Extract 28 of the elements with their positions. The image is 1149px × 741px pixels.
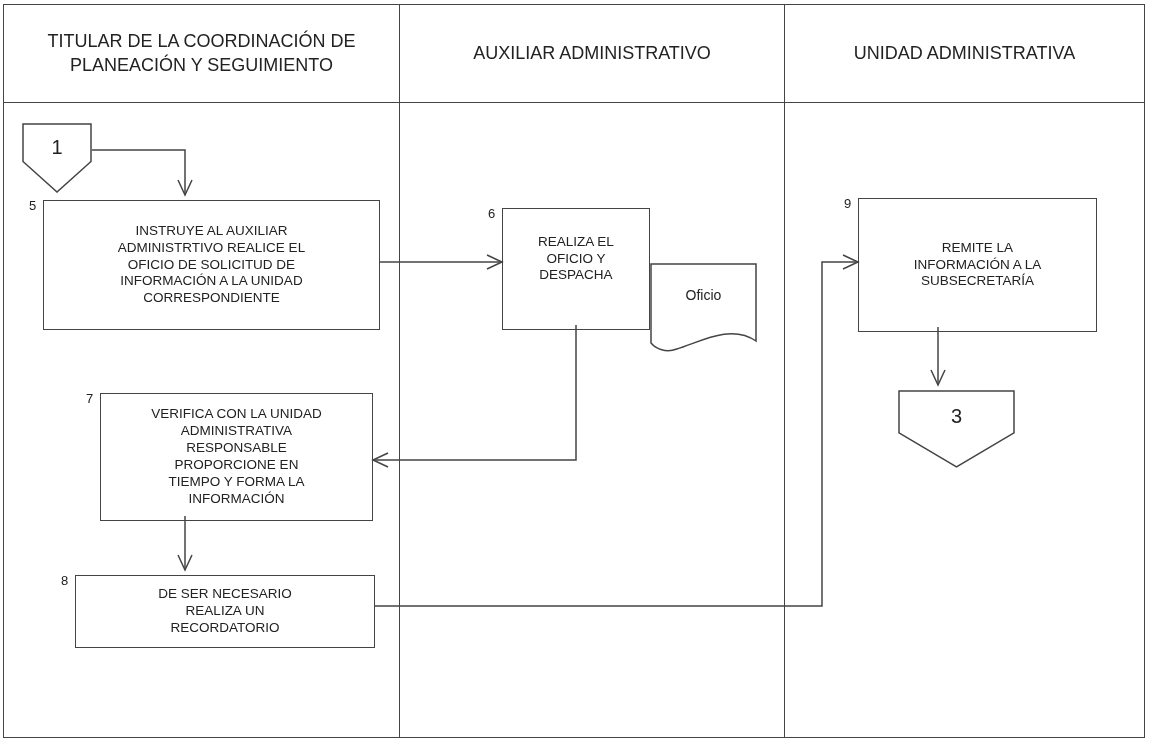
process-box: INSTRUYE AL AUXILIAR ADMINISTRTIVO REALICE EL OFICIO DE SOLICITUD DE INFORMACIÓN A LA UNIDAD CORRESPONDIENTE [43,200,380,330]
arrow [379,254,503,270]
arrow [374,254,859,607]
arrow [91,149,193,196]
document-shape [650,263,757,353]
step-number: 7 [86,391,94,406]
process-box: REMITE LA INFORMACIÓN A LA SUBSECRETARÍA [858,198,1097,332]
off-page-connector [22,123,92,193]
arrow [930,326,946,386]
lane-header: AUXILIAR ADMINISTRATIVO [400,5,784,103]
connector-number: 1 [50,136,64,160]
process-box: VERIFICA CON LA UNIDAD ADMINISTRATIVA RESPONSABLE PROPORCIONE EN TIEMPO Y FORMA LA INFORMACIÓN [100,393,373,521]
connector-number: 3 [949,405,964,428]
process-box: DE SER NECESARIO REALIZA UN RECORDATORIO [75,575,375,648]
lane-header: UNIDAD ADMINISTRATIVA [785,5,1144,103]
document-label: Oficio [684,287,723,303]
swimlane [399,4,785,738]
step-number: 8 [61,573,69,588]
process-box: REALIZA EL OFICIO Y DESPACHA [502,208,650,330]
arrow [372,324,577,468]
off-page-connector [898,390,1015,468]
lane-header: TITULAR DE LA COORDINACIÓN DE PLANEACIÓN Y SEGUIMIENTO [4,5,399,103]
swimlane [784,4,1145,738]
step-number: 6 [488,206,496,221]
step-number: 5 [29,198,37,213]
arrow [177,515,193,571]
step-number: 9 [844,196,852,211]
swimlane [3,4,400,738]
